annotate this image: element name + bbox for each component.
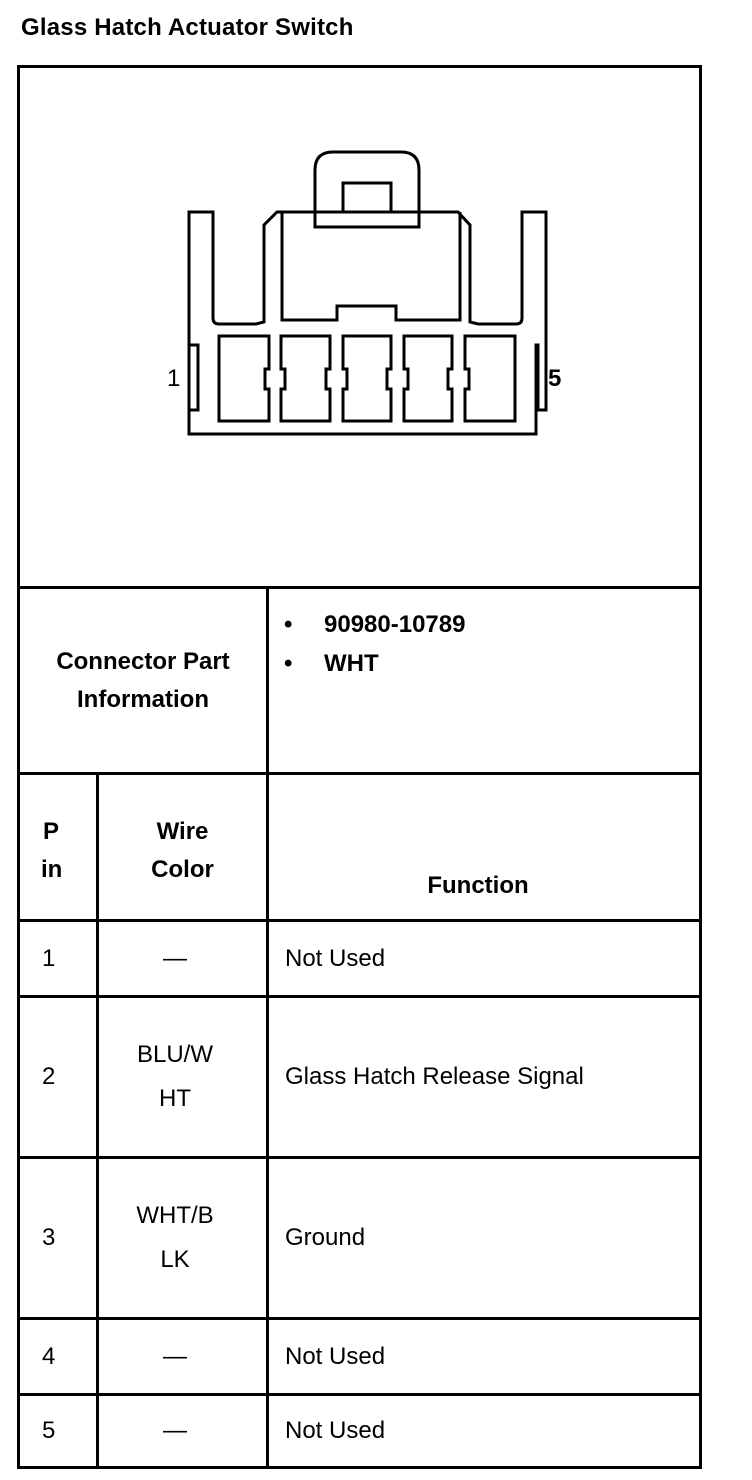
header-function: Function <box>269 775 687 919</box>
header-pin-text: P in <box>41 818 63 883</box>
table-row-4-function: Not Used <box>285 1342 386 1370</box>
bullet-icon: • <box>284 650 293 677</box>
divider-col-info <box>266 588 269 1469</box>
table-row-4-wire: — <box>163 1342 187 1370</box>
table-row-5-function: Not Used <box>285 1417 386 1444</box>
table-row-2-pin: 2 <box>42 1063 56 1090</box>
divider-row-3 <box>17 1317 702 1320</box>
table-row-5-wire: — <box>163 1417 187 1444</box>
table-row-1-pin: 1 <box>42 944 56 972</box>
connector-part-info-text: Connector Part Information <box>56 647 230 713</box>
table-row-2-wire-text: BLU/W HT <box>136 1041 213 1112</box>
part-number: 90980-10789 <box>324 611 466 638</box>
bullet-icon: • <box>284 611 293 638</box>
divider-row-4 <box>17 1393 702 1396</box>
table-row-3-wire-text: WHT/B LK <box>136 1202 214 1273</box>
header-wire-color-text: Wire Color <box>151 818 214 883</box>
divider-diagram-bottom <box>17 586 702 589</box>
table-row-3-wire: WHT/B LK <box>99 1159 251 1317</box>
table-row-4-pin: 4 <box>42 1342 56 1370</box>
table-row-5-pin: 5 <box>42 1417 56 1444</box>
header-pin: P in <box>20 775 82 919</box>
connector-part-info-list: • 90980-10789 • WHT <box>284 605 465 683</box>
table-row-2-function: Glass Hatch Release Signal <box>285 1063 584 1090</box>
pin-label-last: 5 <box>548 365 562 392</box>
connector-face-diagram <box>187 150 548 436</box>
header-wire-color: Wire Color <box>99 775 266 919</box>
list-item: • 90980-10789 <box>284 605 465 644</box>
page-title: Glass Hatch Actuator Switch <box>21 14 354 41</box>
divider-row-2 <box>17 1156 702 1159</box>
divider-header-bottom <box>17 919 702 922</box>
pin-label-first: 1 <box>167 365 181 392</box>
table-row-2-wire: BLU/W HT <box>99 998 251 1156</box>
divider-info-bottom <box>17 772 702 775</box>
connector-color: WHT <box>324 650 379 677</box>
header-function-text: Function <box>427 872 529 899</box>
divider-row-1 <box>17 995 702 998</box>
table-row-3-function: Ground <box>285 1224 366 1251</box>
list-item: • WHT <box>284 644 465 683</box>
divider-col-pin <box>96 774 99 1469</box>
connector-table-frame <box>17 65 702 1469</box>
table-row-3-pin: 3 <box>42 1224 56 1251</box>
connector-part-info-label: Connector Part Information <box>20 589 266 772</box>
table-row-1-wire: — <box>163 944 187 972</box>
table-row-1-function: Not Used <box>285 944 386 972</box>
